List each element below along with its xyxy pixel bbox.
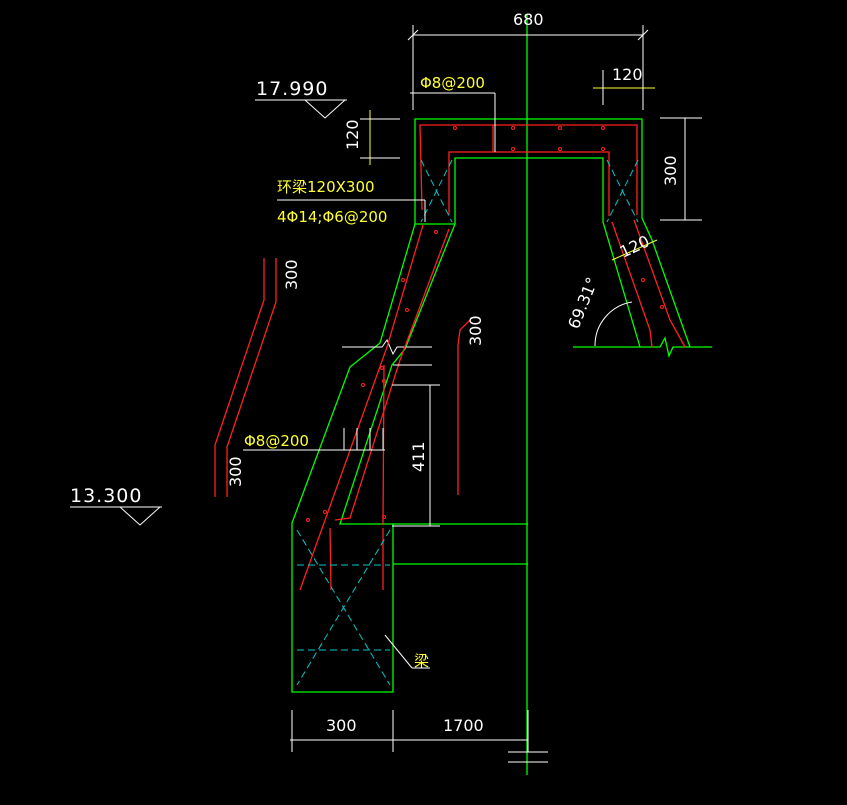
elevation-marker-top: 17.990	[255, 78, 347, 119]
dim-base-offset: 1700	[443, 716, 484, 735]
structure-outline	[291, 15, 712, 775]
left-wall-inner-bar	[334, 228, 450, 521]
dimension-lines	[290, 25, 702, 763]
dim-vertical-411: 411	[409, 441, 428, 472]
top-slab-upper-bar	[419, 124, 638, 215]
left-break-line	[342, 338, 432, 356]
dim-base-width: 300	[326, 716, 357, 735]
dim-right-beam-height: 300	[661, 155, 680, 186]
top-rebar-note: Φ8@200	[420, 74, 485, 92]
detail-wall-bar-1	[214, 258, 265, 497]
right-leg-inner-bar	[611, 221, 653, 348]
dim-slab-thickness: 120	[343, 119, 362, 150]
beam-label: 梁	[414, 652, 429, 670]
slab-outer-edge	[414, 118, 691, 348]
slab-inner-edge	[454, 157, 641, 348]
dim-right-top-width: 120	[612, 65, 643, 84]
detail-wall-bar-2	[226, 258, 277, 497]
dim-total-width: 680	[513, 10, 544, 29]
left-wall-inner-edge	[339, 223, 456, 525]
elevation-marker-bottom: 13.300	[70, 485, 162, 526]
dim-angle: 69.31°	[564, 274, 602, 331]
elevation-top-label: 17.990	[256, 78, 328, 100]
rebar-annotations: Φ8@200 环梁120X300 4Φ14;Φ6@200 Φ8@200 梁	[244, 74, 485, 670]
dim-wall-300-mid: 300	[466, 315, 485, 346]
top-slab-lower-bar	[448, 151, 610, 216]
dim-wall-300-lower: 300	[226, 456, 245, 487]
left-wall-outer-bar	[299, 224, 424, 591]
ring-beam-rebar-note: 4Φ14;Φ6@200	[277, 208, 387, 226]
right-break-line	[573, 336, 712, 359]
ring-beam-size-note: 环梁120X300	[277, 178, 375, 196]
lower-rebar-note: Φ8@200	[244, 432, 309, 450]
elevation-bottom-label: 13.300	[70, 485, 142, 507]
rebar-lines	[214, 124, 686, 591]
right-leg-outer-bar	[633, 219, 686, 348]
detail-bar-mid	[457, 319, 471, 495]
base-vertical-bar-left	[329, 527, 332, 591]
left-wall-outer-edge	[291, 223, 416, 693]
section-cross-marks	[296, 159, 639, 686]
dim-wall-300-upper: 300	[282, 259, 301, 290]
annotation-leaders	[243, 92, 496, 669]
